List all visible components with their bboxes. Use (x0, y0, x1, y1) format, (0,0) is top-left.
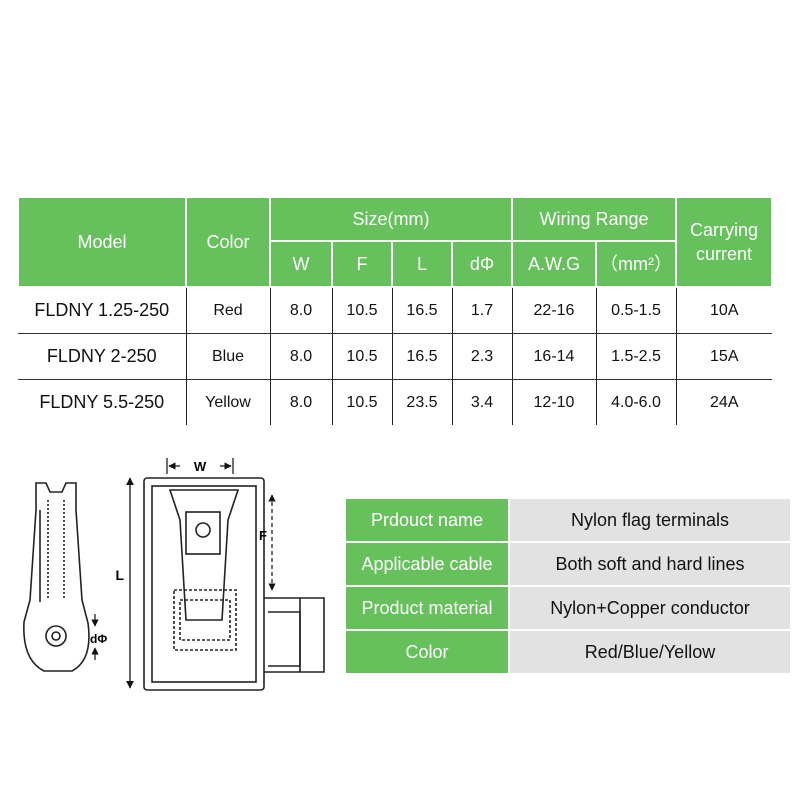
info-value: Red/Blue/Yellow (508, 630, 790, 675)
cell-awg: 22-16 (512, 287, 597, 334)
cell-model: FLDNY 1.25-250 (18, 287, 187, 334)
cell-mm2: 0.5-1.5 (596, 287, 677, 334)
table-row: FLDNY 1.25-250 Red 8.0 10.5 16.5 1.7 22-… (18, 287, 773, 334)
cell-color: Yellow (186, 379, 271, 425)
header-carrying-current-line1: Carrying (690, 220, 759, 240)
info-value: Nylon flag terminals (508, 499, 790, 543)
label-f: F (259, 528, 267, 543)
cell-current: 10A (676, 287, 773, 334)
d-dimension: dΦ (90, 614, 107, 660)
front-view (143, 477, 325, 691)
info-key: Product material (346, 586, 509, 631)
cell-model: FLDNY 2-250 (18, 333, 187, 380)
f-dimension: F (259, 494, 276, 591)
cell-d: 1.7 (452, 287, 513, 334)
info-key: Prdouct name (346, 499, 509, 543)
info-row: Prdouct name Nylon flag terminals (346, 499, 790, 543)
cell-w: 8.0 (270, 287, 333, 334)
spec-table: Model Color Size(mm) Wiring Range Carryi… (17, 196, 774, 425)
product-info-table: Prdouct name Nylon flag terminals Applic… (346, 499, 790, 675)
cell-w: 8.0 (270, 379, 333, 425)
l-dimension: L (115, 477, 134, 689)
w-dimension: W (166, 458, 234, 474)
cell-color: Red (186, 287, 271, 334)
side-view (23, 482, 90, 672)
cell-d: 3.4 (452, 379, 513, 425)
header-size: Size(mm) (269, 196, 513, 242)
header-awg: A.W.G (511, 240, 597, 288)
info-row: Product material Nylon+Copper conductor (346, 586, 790, 631)
cell-awg: 12-10 (512, 379, 597, 425)
header-size-d: dΦ (451, 240, 513, 288)
info-value: Both soft and hard lines (508, 542, 790, 587)
header-size-w: W (269, 240, 333, 288)
info-key: Color (346, 630, 509, 675)
cell-model: FLDNY 5.5-250 (18, 379, 187, 425)
cell-color: Blue (186, 333, 271, 380)
cell-current: 15A (676, 333, 773, 380)
cell-l: 16.5 (392, 333, 453, 380)
info-row: Applicable cable Both soft and hard line… (346, 542, 790, 587)
header-model: Model (17, 196, 187, 288)
cell-current: 24A (710, 393, 739, 411)
cell-f: 10.5 (332, 333, 393, 380)
header-wiring-range: Wiring Range (510, 196, 678, 242)
header-carrying-current: Carrying current (675, 196, 774, 288)
label-d: dΦ (90, 632, 107, 646)
cell-l: 16.5 (392, 287, 453, 334)
header-color: Color (185, 196, 271, 288)
cell-l: 23.5 (392, 379, 453, 425)
label-l: L (115, 567, 124, 583)
info-key: Applicable cable (346, 542, 509, 587)
terminal-dimension-drawing: L dΦ W F (23, 458, 325, 691)
info-value: Nylon+Copper conductor (508, 586, 790, 631)
cell-mm2: 4.0-6.0 (596, 379, 677, 425)
cell-f: 10.5 (332, 379, 393, 425)
table-row: FLDNY 5.5-250 Yellow 8.0 10.5 23.5 3.4 1… (18, 379, 772, 425)
cell-w: 8.0 (270, 333, 333, 380)
cell-f: 10.5 (332, 287, 393, 334)
info-row: Color Red/Blue/Yellow (346, 630, 790, 675)
table-row: FLDNY 2-250 Blue 8.0 10.5 16.5 2.3 16-14… (18, 333, 773, 380)
cell-d: 2.3 (452, 333, 513, 380)
cell-awg: 16-14 (512, 333, 597, 380)
header-size-l: L (391, 240, 453, 288)
cell-mm2: 1.5-2.5 (596, 333, 677, 380)
header-mm2: （mm²） (594, 240, 678, 288)
label-w: W (194, 459, 207, 474)
header-size-f: F (331, 240, 393, 288)
header-carrying-current-line2: current (696, 244, 753, 264)
